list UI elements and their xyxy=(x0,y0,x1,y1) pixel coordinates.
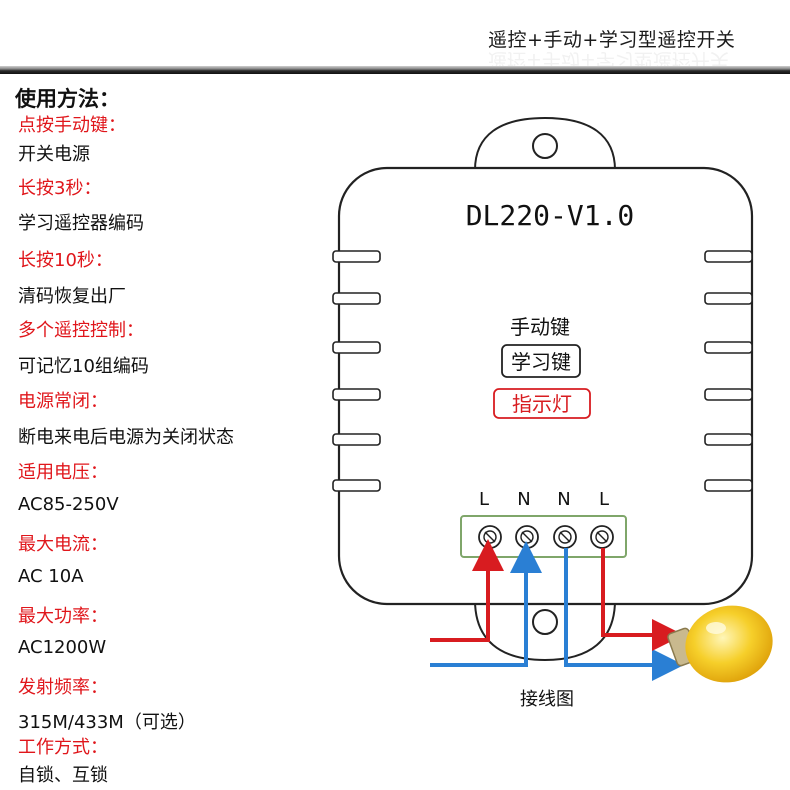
spec-value: AC 10A xyxy=(18,566,84,587)
terminal-screw xyxy=(515,525,539,549)
terminal-label: L xyxy=(599,489,609,510)
spec-label: 工作方式： xyxy=(18,737,108,758)
usage-title: 使用方法： xyxy=(15,87,120,111)
spec-label: 长按3秒： xyxy=(18,178,102,199)
spec-label: 发射频率： xyxy=(18,677,108,698)
terminal-label: N xyxy=(557,489,570,510)
bottom-mounting-tab xyxy=(473,599,617,662)
terminal-label: L xyxy=(479,489,489,510)
manual-key-label: 手动键 xyxy=(510,315,570,339)
live-input-wire xyxy=(430,539,504,642)
header-title: 遥控+手动+学习型遥控开关 xyxy=(488,29,736,51)
spec-label: 长按10秒： xyxy=(18,250,113,271)
spec-value: AC85-250V xyxy=(18,494,119,515)
spec-label: 电源常闭： xyxy=(18,391,108,412)
spec-label: 最大电流： xyxy=(18,534,108,555)
spec-value: 清码恢复出厂 xyxy=(18,286,126,307)
spec-label: 最大功率： xyxy=(18,606,108,627)
wiring-caption: 接线图 xyxy=(520,689,574,710)
spec-label: 适用电压： xyxy=(18,462,108,483)
terminal-screw xyxy=(478,525,502,549)
spec-label: 点按手动键： xyxy=(18,115,126,136)
right-vents xyxy=(704,250,753,492)
neutral-output-wire xyxy=(564,548,684,681)
live-output-wire xyxy=(601,548,684,651)
indicator-badge xyxy=(493,388,591,419)
model-label: DL220-V1.0 xyxy=(466,199,635,232)
spec-value: AC1200W xyxy=(18,637,107,658)
top-mounting-tab xyxy=(473,116,617,171)
terminal-screw xyxy=(590,525,614,549)
left-vents xyxy=(332,250,381,492)
spec-value: 自锁、互锁 xyxy=(18,765,108,786)
neutral-input-wire xyxy=(430,541,542,667)
header-divider xyxy=(0,66,790,74)
spec-value: 学习遥控器编码 xyxy=(18,213,144,234)
device-body xyxy=(337,166,754,606)
learn-key-label: 学习键 xyxy=(511,350,571,374)
spec-value: 断电来电后电源为关闭状态 xyxy=(18,427,234,448)
light-bulb-icon xyxy=(667,605,773,683)
spec-label: 多个遥控控制： xyxy=(18,320,144,341)
terminal-screw xyxy=(553,525,577,549)
terminal-label: N xyxy=(517,489,530,510)
spec-value: 可记忆10组编码 xyxy=(18,356,149,377)
learn-key-button xyxy=(501,344,581,378)
spec-value: 315M/433M（可选） xyxy=(18,712,196,733)
indicator-label: 指示灯 xyxy=(512,392,572,416)
spec-value: 开关电源 xyxy=(18,144,90,165)
